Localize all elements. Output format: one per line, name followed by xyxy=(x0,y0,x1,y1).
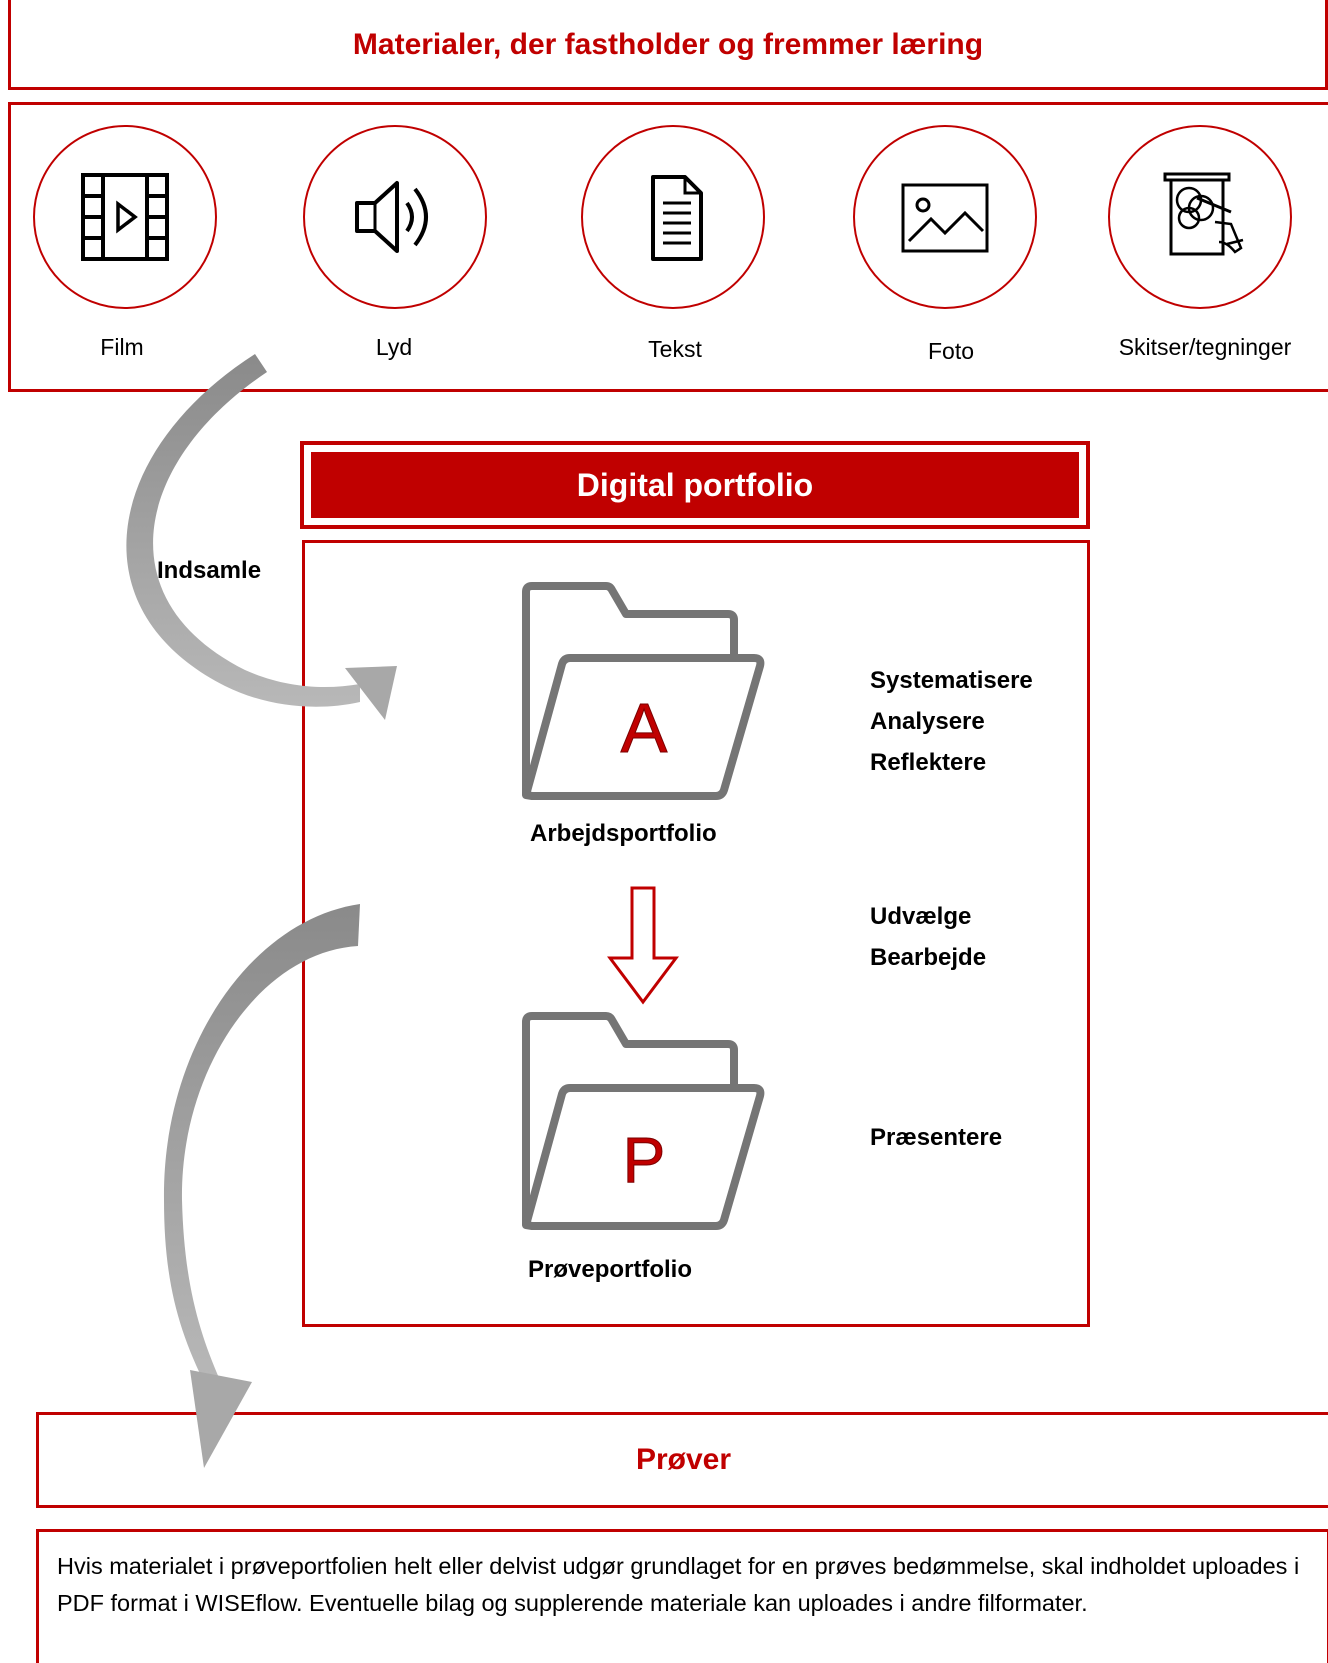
verbs-group-2: Udvælge Bearbejde xyxy=(870,896,986,978)
film-icon xyxy=(81,173,169,261)
note-box: Hvis materialet i prøveportfolien helt e… xyxy=(36,1529,1328,1663)
verb-praesentere: Præsentere xyxy=(870,1124,1003,1151)
note-text: Hvis materialet i prøveportfolien helt e… xyxy=(57,1553,1300,1616)
film-circle xyxy=(33,125,217,309)
speaker-icon xyxy=(355,181,428,253)
material-label-lyd: Lyd xyxy=(375,334,413,360)
exam-folder-icon: P xyxy=(522,1012,765,1230)
verbs-group-1: Systematisere Analysere Reflektere xyxy=(870,660,1033,783)
work-folder-label: Arbejdsportfolio xyxy=(530,820,717,847)
work-folder-letter: A xyxy=(621,689,668,767)
document-icon xyxy=(651,175,703,261)
photo-circle xyxy=(853,125,1037,309)
photo-icon xyxy=(901,183,989,253)
sketch-icon xyxy=(1163,172,1244,256)
work-folder-icon: A xyxy=(522,582,765,800)
header-title: Materialer, der fastholder og fremmer læ… xyxy=(352,28,984,61)
collect-arrow xyxy=(126,354,397,720)
collect-label: Indsamle xyxy=(157,557,262,584)
material-label-skitser: Skitser/tegninger xyxy=(1118,334,1292,360)
verbs-group-3: Præsentere xyxy=(870,1117,1002,1158)
verb-systematisere: Systematisere xyxy=(870,667,1033,694)
portfolio-banner: Digital portfolio xyxy=(300,441,1090,529)
header-box: Materialer, der fastholder og fremmer læ… xyxy=(8,0,1328,90)
exams-arrow xyxy=(163,904,360,1468)
material-label-tekst: Tekst xyxy=(648,336,702,362)
exams-box: Prøver xyxy=(36,1412,1328,1508)
portfolio-title: Digital portfolio xyxy=(311,452,1079,518)
exam-folder-letter: P xyxy=(623,1124,666,1196)
material-label-film: Film xyxy=(100,334,144,360)
material-label-foto: Foto xyxy=(927,338,975,364)
sound-circle xyxy=(303,125,487,309)
exams-title: Prøver xyxy=(635,1443,732,1476)
verb-bearbejde: Bearbejde xyxy=(870,944,987,971)
text-circle xyxy=(581,125,765,309)
exam-folder-label: Prøveportfolio xyxy=(528,1256,693,1283)
down-arrow xyxy=(607,886,679,1005)
verb-analysere: Analysere xyxy=(870,708,985,735)
verb-reflektere: Reflektere xyxy=(870,749,987,776)
sketch-circle xyxy=(1108,125,1292,309)
verb-udvaelge: Udvælge xyxy=(870,903,972,930)
